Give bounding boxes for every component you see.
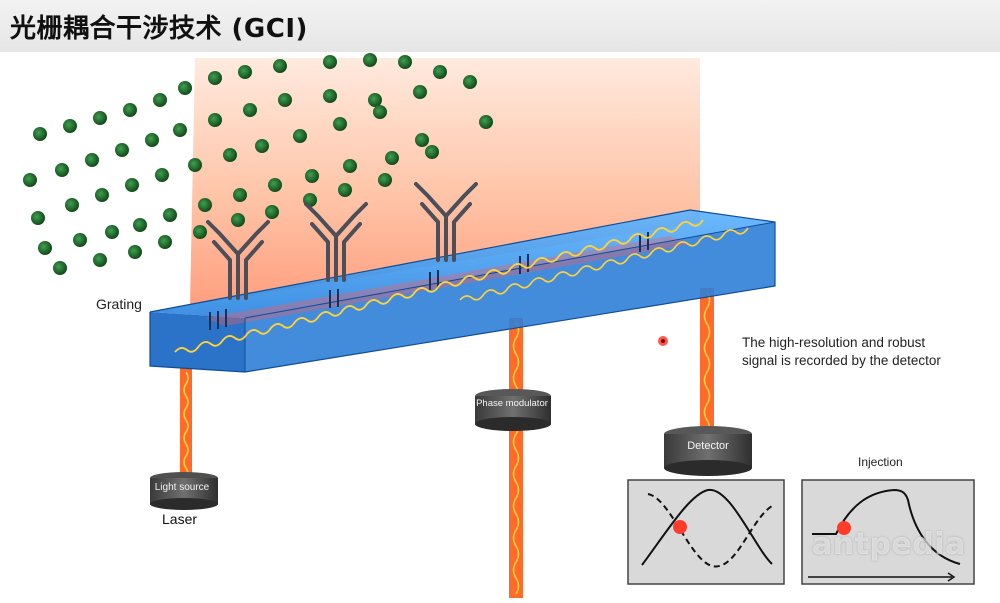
particle	[333, 117, 347, 131]
particle	[95, 188, 109, 202]
particle	[128, 245, 142, 259]
particle	[105, 225, 119, 239]
particle	[231, 213, 245, 227]
particle	[463, 75, 477, 89]
injection-panel	[801, 479, 975, 585]
signal-panel-left	[627, 479, 785, 585]
particle	[153, 93, 167, 107]
particle	[278, 93, 292, 107]
particle	[115, 143, 129, 157]
particle	[343, 159, 357, 173]
particle	[125, 178, 139, 192]
injection-point	[837, 521, 851, 535]
chip-front	[150, 312, 245, 372]
particle	[93, 111, 107, 125]
light-source-label: Light source	[154, 482, 210, 493]
particle	[31, 211, 45, 225]
particle	[178, 81, 192, 95]
phase-beam-wave	[512, 321, 520, 595]
particle	[208, 71, 222, 85]
particle	[305, 169, 319, 183]
particle	[85, 153, 99, 167]
particle	[323, 89, 337, 103]
detector-beam-wave	[703, 291, 711, 437]
particle	[65, 198, 79, 212]
detector-note: The high-resolution and robust signal is…	[742, 335, 941, 368]
laser-beam-wave	[183, 371, 189, 481]
particle	[273, 59, 287, 73]
page-title: 光栅耦合干涉技术 (GCI)	[10, 14, 308, 44]
particle	[223, 148, 237, 162]
particle	[363, 53, 377, 67]
chip-side	[245, 222, 775, 372]
laser-label: Laser	[162, 511, 198, 527]
antibody	[304, 202, 368, 282]
particle	[338, 183, 352, 197]
particle	[73, 233, 87, 247]
chip-top	[150, 210, 775, 318]
particle	[415, 133, 429, 147]
antibody	[414, 182, 478, 262]
particle	[265, 205, 279, 219]
antibody	[206, 220, 270, 300]
detector-device	[664, 426, 752, 476]
particle	[155, 168, 169, 182]
phase-modulator-device	[475, 389, 551, 431]
sample-glow	[190, 58, 700, 305]
particle	[268, 178, 282, 192]
antibodies	[206, 182, 478, 300]
particle	[378, 173, 392, 187]
grating-label: Grating	[96, 296, 142, 312]
particle	[398, 55, 412, 69]
waveguide-chip	[149, 209, 776, 373]
particle	[238, 65, 252, 79]
particle	[33, 127, 47, 141]
particle	[53, 261, 67, 275]
injection-label: Injection	[858, 455, 903, 469]
particle	[293, 129, 307, 143]
particle	[368, 93, 382, 107]
grating-bars	[209, 232, 649, 330]
detector-label: Detector	[687, 440, 729, 452]
light-source-device	[150, 472, 218, 510]
signal-point-left	[673, 520, 687, 534]
particle	[255, 139, 269, 153]
phase-beam	[509, 318, 523, 598]
particle	[413, 85, 427, 99]
particle	[479, 115, 493, 129]
title-bar	[0, 0, 1000, 52]
particle	[63, 119, 77, 133]
guided-wave-back	[459, 227, 749, 301]
particle	[145, 133, 159, 147]
analyte-particles	[23, 53, 493, 275]
particle	[38, 241, 52, 255]
particle	[158, 235, 172, 249]
particle	[198, 198, 212, 212]
chip-edge	[149, 209, 776, 373]
particle	[93, 253, 107, 267]
particle	[208, 113, 222, 127]
particle	[173, 123, 187, 137]
particle	[23, 173, 37, 187]
detector-beam	[700, 288, 714, 434]
particle	[243, 103, 257, 117]
particle	[233, 188, 247, 202]
particle	[55, 163, 69, 177]
particle	[123, 103, 137, 117]
particle	[133, 218, 147, 232]
particle	[193, 225, 207, 239]
particle	[373, 105, 387, 119]
guided-wave	[174, 219, 704, 353]
particle	[425, 145, 439, 159]
particle	[433, 65, 447, 79]
particle	[323, 55, 337, 69]
particle	[385, 151, 399, 165]
particle	[188, 158, 202, 172]
laser-beam	[180, 368, 192, 478]
phase-modulator-label: Phase modulator	[476, 398, 548, 409]
particle	[163, 208, 177, 222]
watermark: antpedia	[812, 527, 966, 562]
